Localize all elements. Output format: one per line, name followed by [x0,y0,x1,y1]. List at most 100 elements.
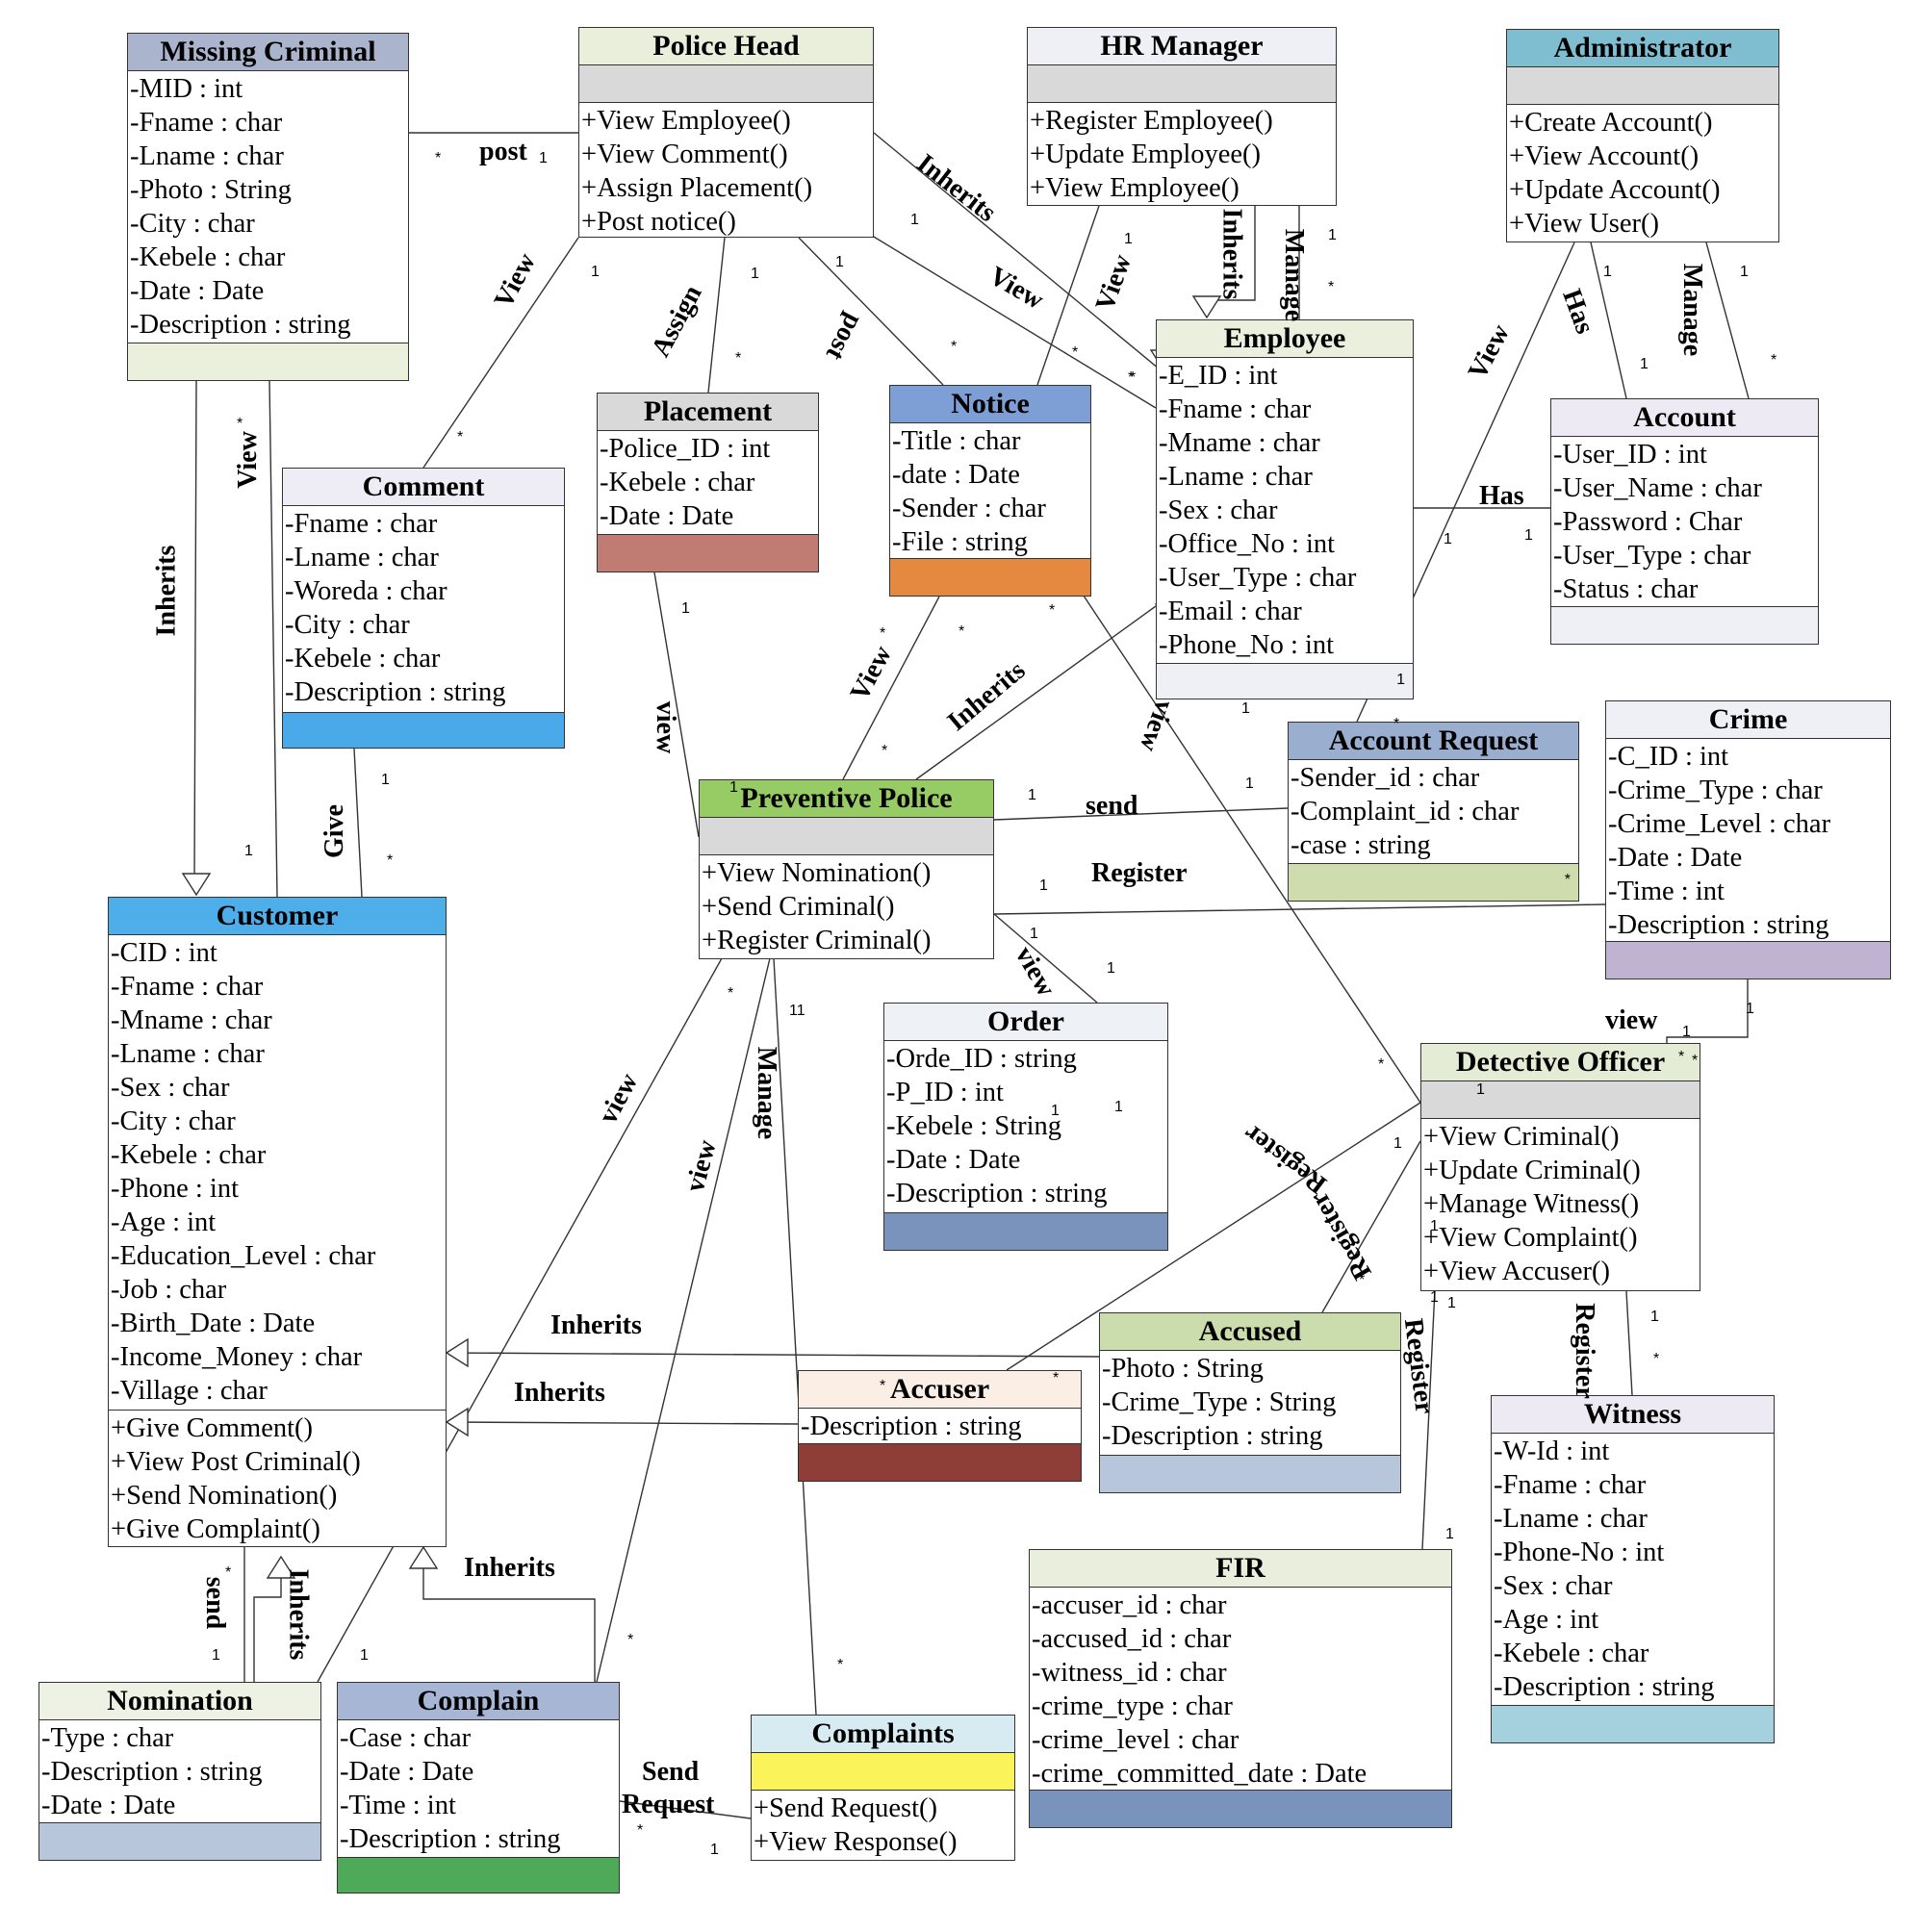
attribute-list: -Photo : String-Crime_Type : String-Desc… [1100,1351,1400,1455]
class-fir: FIR -accuser_id : char-accused_id : char… [1029,1549,1452,1828]
attribute: -Education_Level : char [111,1241,376,1271]
multiplicity: * [1678,1049,1685,1065]
class-account-request: Account Request -Sender_id : char-Compla… [1288,722,1579,902]
attribute: -Date : Date [1608,843,1743,873]
class-footer [1551,606,1818,644]
multiplicity: * [637,1822,644,1839]
label-view-placement: view [651,700,681,754]
class-placement: Placement -Police_ID : int-Kebele : char… [597,393,819,572]
attribute: -Kebele : char [600,468,755,497]
multiplicity: 1 [1030,926,1038,942]
multiplicity: 1 [1640,356,1649,372]
association-line [353,748,363,898]
attribute: -City : char [111,1106,236,1136]
association-line [653,572,700,838]
class-footer [39,1822,320,1860]
attribute: -Lname : char [111,1039,265,1069]
attribute-band [752,1753,1014,1790]
class-name: Administrator [1507,30,1778,67]
attribute: -Mname : char [1159,428,1320,458]
class-footer [1492,1705,1774,1742]
class-crime: Crime -C_ID : int-Crime_Type : char-Crim… [1605,700,1891,979]
multiplicity: * [951,339,958,355]
multiplicity: 1 [1524,527,1533,544]
class-name: Accused [1100,1313,1400,1351]
association-line [773,957,817,1716]
association-line [422,237,579,469]
attribute: -Phone-No : int [1494,1538,1665,1567]
attribute: -Phone : int [111,1174,239,1204]
attribute-band [1421,1081,1700,1118]
operation: +Post notice() [581,207,736,237]
association-line [446,1421,799,1425]
class-footer [128,343,408,380]
multiplicity: * [225,1564,232,1581]
multiplicity: * [435,150,442,166]
multiplicity: 1 [1028,787,1036,803]
attribute: -Description : string [1608,910,1829,940]
multiplicity: * [1072,344,1079,361]
association-line [1590,242,1627,399]
operation: +Give Complaint() [111,1514,320,1544]
operation: +Give Comment() [111,1413,313,1443]
operation-list: +View Employee()+View Comment()+Assign P… [579,102,873,241]
attribute: -Description : string [41,1757,263,1787]
multiplicity: 1 [1328,227,1337,243]
attribute-list: -E_ID : int-Fname : char-Mname : char-Ln… [1157,358,1413,664]
operation-list: +Give Comment()+View Post Criminal()+Sen… [109,1410,446,1548]
attribute: -Date : Date [130,276,265,306]
attribute: -Lname : char [130,141,284,171]
attribute: -Complaint_id : char [1291,797,1520,826]
class-account: Account -User_ID : int-User_Name : char-… [1550,398,1819,645]
multiplicity: * [1053,1370,1060,1386]
association-line [193,380,197,882]
label-inherits-accuser: Inherits [514,1378,605,1408]
attribute-list: -Orde_ID : string-P_ID : int-Kebele : St… [884,1041,1167,1212]
multiplicity: 1 [1241,700,1250,717]
generalization-arrowhead [408,1545,439,1569]
attribute: -Fname : char [285,509,438,539]
association-line [1625,1290,1633,1396]
attribute: -City : char [285,610,410,640]
attribute-list: -C_ID : int-Crime_Type : char-Crime_Leve… [1606,739,1890,944]
attribute-band [700,818,993,854]
attribute: -Sex : char [1494,1571,1613,1601]
label-send-request-line2: Request [622,1790,715,1819]
label-give: Give [320,804,349,858]
attribute: -Password : Char [1553,507,1743,537]
operation: +View Accuser() [1423,1257,1610,1286]
multiplicity: 1 [1245,775,1254,792]
operation: +Create Account() [1509,108,1713,138]
attribute: -Lname : char [285,543,439,572]
attribute: -Time : int [1608,877,1725,906]
multiplicity: * [1393,716,1400,732]
attribute: -W-Id : int [1494,1436,1610,1466]
association-line [1036,205,1100,386]
class-complaints: Complaints +Send Request()+View Response… [751,1715,1015,1861]
class-complain: Complain -Case : char-Date : Date-Time :… [337,1682,620,1894]
multiplicity: * [1771,352,1777,369]
attribute-list: -MID : int-Fname : char-Lname : char-Pho… [128,71,408,343]
label-inherits-nomination: Inherits [283,1568,314,1661]
attribute: -Date : Date [340,1757,474,1787]
class-footer [1606,941,1890,979]
class-footer [283,712,564,748]
attribute: -C_ID : int [1608,742,1729,772]
multiplicity: 1 [1447,1295,1456,1311]
multiplicity: 1 [1430,1218,1439,1234]
multiplicity: * [837,1657,844,1673]
attribute: -Income_Money : char [111,1342,363,1372]
class-witness: Witness -W-Id : int-Fname : char-Lname :… [1491,1395,1775,1743]
attribute: -Email : char [1159,597,1302,626]
class-name: Accuser [799,1371,1081,1409]
multiplicity: * [1378,1056,1385,1073]
attribute-list: -Sender_id : char-Complaint_id : char-ca… [1289,760,1578,864]
operation: +View Comment() [581,140,788,169]
association-line [446,1352,1100,1358]
label-register-witness: Register [1569,1303,1599,1399]
class-name: Police Head [579,28,873,65]
multiplicity: 1 [1740,264,1749,280]
association-line [993,903,1606,915]
attribute: -User_ID : int [1553,440,1707,470]
multiplicity: * [627,1632,634,1648]
